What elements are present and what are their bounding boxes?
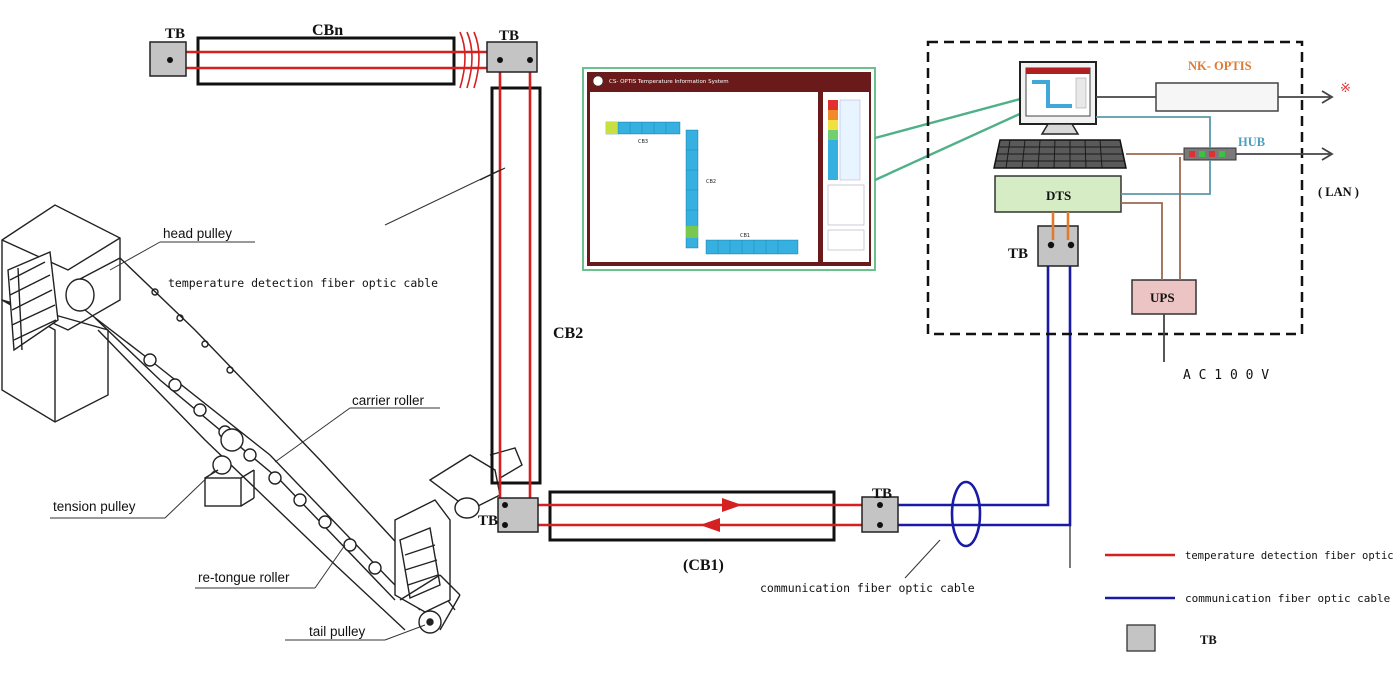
tb-label-left: TB — [165, 26, 185, 42]
ups-label: UPS — [1150, 290, 1175, 305]
legend-temp-label: temperature detection fiber optic cable — [1185, 550, 1400, 562]
conveyor-illustration — [1, 204, 523, 634]
screen-zoom-lines — [874, 96, 1025, 182]
hub-device — [1183, 147, 1237, 161]
tb-label-cabinet: TB — [1008, 246, 1028, 262]
head-pulley-label: head pulley — [163, 226, 232, 241]
keyboard — [993, 139, 1127, 169]
tb-box-top-right — [486, 41, 538, 73]
tail-pulley-label: tail pulley — [309, 624, 366, 639]
ups-box — [1131, 279, 1197, 315]
ac100v-label: A C 1 0 0 V — [1183, 368, 1269, 383]
lan-label: ( LAN ) — [1318, 185, 1359, 199]
retongue-roller-label: re-tongue roller — [198, 570, 290, 585]
communication-cable-route — [880, 258, 1072, 527]
cable-bundle-ring — [950, 480, 982, 548]
screen-screenshot — [582, 67, 876, 271]
cable-break-mark — [459, 31, 480, 89]
dts-box — [994, 175, 1122, 213]
conveyor-leader-lines — [50, 169, 941, 641]
flow-arrows — [700, 498, 742, 532]
screen-cb1-label: CB1 — [740, 233, 750, 239]
cb1-label: (CB1) — [683, 557, 724, 574]
carrier-roller-label: carrier roller — [352, 393, 425, 408]
tb-box-cabinet — [1037, 225, 1079, 267]
mark-symbol: ※ — [1340, 80, 1351, 95]
tb-box-cb1-right — [861, 496, 899, 533]
legend-tb-swatch — [1126, 624, 1156, 652]
screen-cb2-label: CB2 — [706, 179, 716, 185]
tb-label-cb1-right: TB — [872, 486, 892, 502]
tension-pulley-label: tension pulley — [53, 499, 136, 514]
temp-cable-annotation: temperature detection fiber optic cable — [168, 276, 438, 290]
tb-label-bottom-left: TB — [478, 513, 498, 529]
cabinet-wiring — [1051, 90, 1334, 362]
screen-title: CS- OPTIS Temperature Information System — [609, 79, 729, 85]
tb-label-top-right: TB — [499, 28, 519, 44]
hub-label: HUB — [1238, 135, 1265, 149]
nk-optis-box — [1155, 82, 1279, 112]
cb1-cable-box — [548, 490, 836, 542]
tb-cabinet-port-1 — [1047, 241, 1055, 249]
legend — [1105, 553, 1175, 652]
cbn-cable-box — [196, 36, 456, 86]
tb-box-cbn-left — [149, 41, 187, 77]
legend-tb-label: TB — [1200, 633, 1217, 647]
cb2-pointer-line — [479, 167, 506, 181]
cbn-label: CBn — [312, 22, 343, 39]
cb2-label: CB2 — [553, 325, 583, 342]
nk-optis-label: NK- OPTIS — [1188, 59, 1252, 73]
tb-box-bottom-left — [497, 497, 539, 533]
control-cabinet — [926, 40, 1304, 336]
monitor — [1019, 61, 1097, 135]
cb2-cable-box — [490, 86, 542, 485]
screen-cb3-label: CB3 — [638, 139, 648, 145]
comm-cable-annotation: communication fiber optic cable — [760, 581, 975, 595]
legend-comm-label: communication fiber optic cable — [1185, 592, 1390, 605]
dts-label: DTS — [1046, 188, 1071, 203]
tb-cabinet-port-2 — [1067, 241, 1075, 249]
